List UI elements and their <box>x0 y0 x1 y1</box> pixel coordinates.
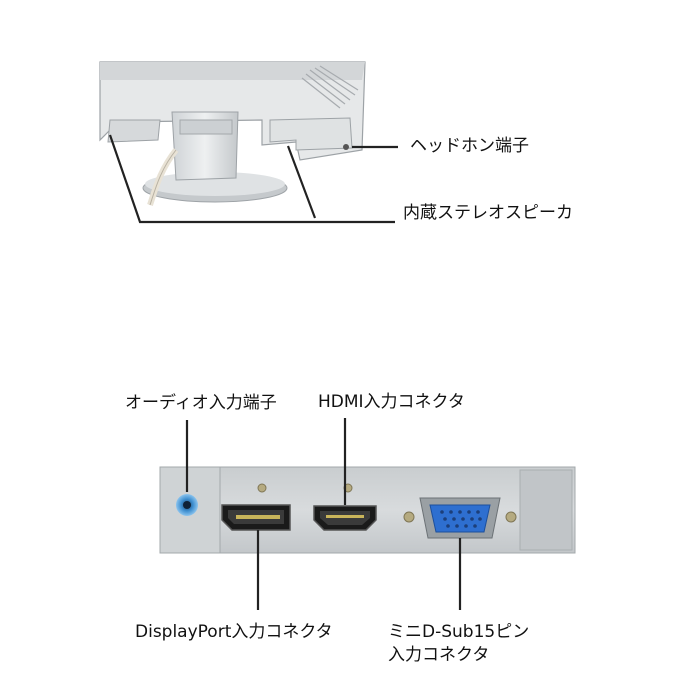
hdmi-input-label: HDMI入力コネクタ <box>318 392 465 412</box>
displayport-input-label: DisplayPort入力コネクタ <box>135 622 333 642</box>
dsub-input-label-line1: ミニD-Sub15ピン <box>388 622 530 642</box>
screw-icon <box>257 483 517 523</box>
ports-panel-illustration <box>159 466 576 554</box>
monitor-rear-illustration <box>99 61 366 206</box>
headphone-jack-label: ヘッドホン端子 <box>410 136 529 156</box>
displayport-connector-icon <box>221 504 291 531</box>
audio-input-label: オーディオ入力端子 <box>125 393 277 413</box>
dsub15-connector-icon <box>419 497 501 539</box>
audio-jack-icon <box>176 494 198 516</box>
dsub-input-label-line2: 入力コネクタ <box>388 645 490 665</box>
hdmi-connector-icon <box>313 505 377 531</box>
speaker-label: 内蔵ステレオスピーカ <box>403 203 573 223</box>
